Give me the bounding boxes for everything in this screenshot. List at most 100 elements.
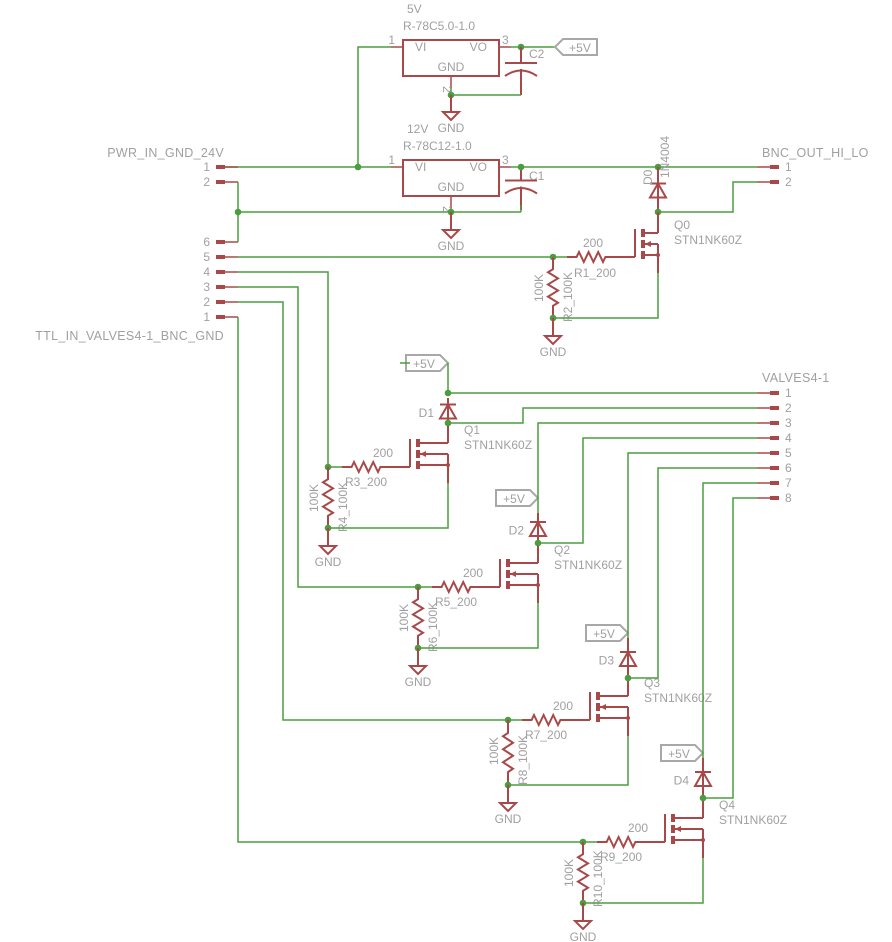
wire-source — [328, 483, 449, 529]
pin-number: 3 — [785, 416, 792, 430]
connector-pin: 1 — [203, 310, 238, 324]
pin-number: 2 — [203, 295, 210, 309]
gnd-label: GND — [438, 121, 465, 135]
junction-dot — [354, 163, 362, 171]
fet-part: STN1NK60Z — [719, 813, 787, 827]
pin-name-gnd: GND — [438, 180, 465, 194]
diode-symbol — [438, 398, 458, 423]
wire-source — [583, 858, 704, 904]
pin-number: 4 — [203, 265, 210, 279]
mosfet-symbol — [615, 212, 660, 273]
pin-number: 2 — [785, 401, 792, 415]
wire-valve-lo — [628, 467, 757, 679]
ground-symbol: GND — [405, 658, 432, 689]
fet-label: Q4 — [719, 798, 735, 812]
pin-number: 1 — [785, 160, 792, 174]
gnd-label: GND — [570, 930, 597, 942]
fet-part: STN1NK60Z — [464, 438, 532, 452]
resistor-body — [342, 459, 390, 475]
diode-part: 1N4004 — [658, 136, 672, 178]
supply-flag-5v: +5V — [495, 489, 540, 507]
connector-pin: 1 — [203, 160, 238, 174]
diode-label: D3 — [599, 654, 615, 668]
ground-symbol: GND — [570, 913, 597, 942]
connector-pwr-label: PWR_IN_GND_24V — [107, 146, 224, 160]
wire-valve-lo — [448, 407, 757, 424]
diode-symbol — [528, 513, 548, 543]
pin-number: 3 — [502, 153, 509, 167]
pin-number: 5 — [785, 446, 792, 460]
pin-number: 2 — [440, 86, 454, 93]
fet-part: STN1NK60Z — [644, 691, 712, 705]
diode-label: D2 — [509, 524, 525, 538]
resistor-value: 200 — [463, 566, 483, 580]
supply-flag-5v: +5V — [553, 38, 598, 56]
gnd-label: GND — [315, 555, 342, 569]
connector-pin: 5 — [203, 250, 238, 264]
wire-valve-hi — [627, 452, 757, 633]
wire-valve-lo — [703, 497, 757, 799]
resistor-body — [546, 257, 560, 318]
connector-pin: 1 — [757, 160, 792, 174]
supply-flag-5v: +5V — [585, 624, 630, 642]
resistor-name: R9_200 — [600, 850, 642, 864]
resistor-name: R6_100K — [426, 602, 440, 652]
regulator-voltage: 5V — [407, 2, 422, 16]
resistor-name: R7_200 — [525, 728, 567, 742]
connector-pin: 2 — [757, 401, 792, 415]
connector-valves-label: VALVES4-1 — [762, 371, 830, 385]
resistor-name: R4_100K — [336, 482, 350, 532]
supply-label: +5V — [668, 747, 690, 761]
pin-number: 4 — [785, 431, 792, 445]
connector-pin: 8 — [757, 491, 792, 505]
pin-number: 2 — [440, 206, 454, 213]
resistor-value: 100K — [307, 484, 321, 512]
pin-number: 8 — [785, 491, 792, 505]
supply-label: +5V — [413, 357, 435, 371]
pin-number: 5 — [203, 250, 210, 264]
diode-symbol — [648, 167, 668, 212]
mosfet-symbol — [570, 678, 630, 736]
diode-label: D1 — [419, 406, 435, 420]
connector-pin: 3 — [203, 280, 238, 294]
resistor-value: 200 — [373, 446, 393, 460]
supply-label: +5V — [593, 627, 615, 641]
resistor-value: 100K — [562, 859, 576, 887]
fet-label: Q1 — [464, 423, 480, 437]
resistor-name: R2_100K — [561, 272, 575, 322]
pin-number: 6 — [203, 235, 210, 249]
regulator-voltage: 12V — [407, 122, 428, 136]
connector-pin: 2 — [203, 175, 238, 189]
pin-name-vo: VO — [470, 40, 487, 54]
capacitor-symbol — [504, 47, 538, 95]
pin-name-vi: VI — [415, 160, 426, 174]
ground-symbol: GND — [540, 328, 567, 359]
supply-label: +5V — [569, 41, 591, 55]
resistor-value: 200 — [583, 236, 603, 250]
regulator-part: R-78C12-1.0 — [403, 139, 472, 153]
wire-source — [508, 736, 629, 786]
wire-source — [553, 273, 659, 319]
resistor-value: 100K — [532, 274, 546, 302]
wire-valve-lo — [538, 437, 757, 544]
diode-symbol — [693, 758, 713, 798]
pin-number: 2 — [203, 175, 210, 189]
connector-pin: 6 — [203, 235, 238, 249]
resistor-value: 100K — [487, 737, 501, 765]
capacitor-label: C2 — [529, 47, 545, 61]
fet-label: Q3 — [644, 676, 660, 690]
pin-number: 1 — [203, 310, 210, 324]
supply-flag-5v: +5V — [660, 744, 705, 762]
wire-valve-hi — [702, 482, 757, 753]
resistor-name: R3_200 — [345, 475, 387, 489]
junction-dot — [517, 163, 525, 171]
wire-ttl-in — [238, 301, 508, 721]
gnd-label: GND — [438, 239, 465, 253]
wire-ttl-in — [238, 271, 329, 467]
